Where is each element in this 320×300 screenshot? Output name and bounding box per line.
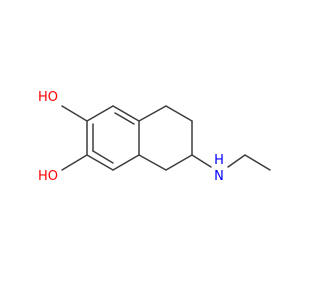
bond	[138, 105, 167, 122]
amine-hydrogen-label: H	[214, 153, 224, 168]
amine-nitrogen-label: N	[214, 169, 224, 184]
bond	[138, 154, 167, 171]
background	[0, 0, 300, 300]
bond	[165, 105, 193, 122]
chemical-structure-drawing: HO HO H N	[0, 0, 300, 300]
substituent-bonds	[61, 105, 271, 171]
bond-amine-to-ethyl	[227, 154, 246, 168]
double-bond-inner-line	[114, 112, 135, 125]
bond	[86, 105, 114, 122]
bond	[112, 105, 140, 122]
aromatic-ring	[86, 105, 140, 171]
bond-to-amine	[191, 154, 212, 168]
lower-hydroxyl-label: HO	[38, 169, 58, 184]
bond-to-lower-hydroxyl	[61, 154, 88, 171]
bond	[112, 154, 140, 171]
bond	[165, 154, 193, 171]
bond	[86, 154, 114, 171]
double-bond-inner-line	[92, 150, 114, 164]
bond-to-upper-hydroxyl	[61, 105, 88, 122]
bond-ethyl	[244, 154, 271, 171]
saturated-ring	[138, 105, 193, 171]
upper-hydroxyl-label: HO	[38, 90, 58, 105]
atom-labels: HO HO H N	[38, 90, 224, 184]
